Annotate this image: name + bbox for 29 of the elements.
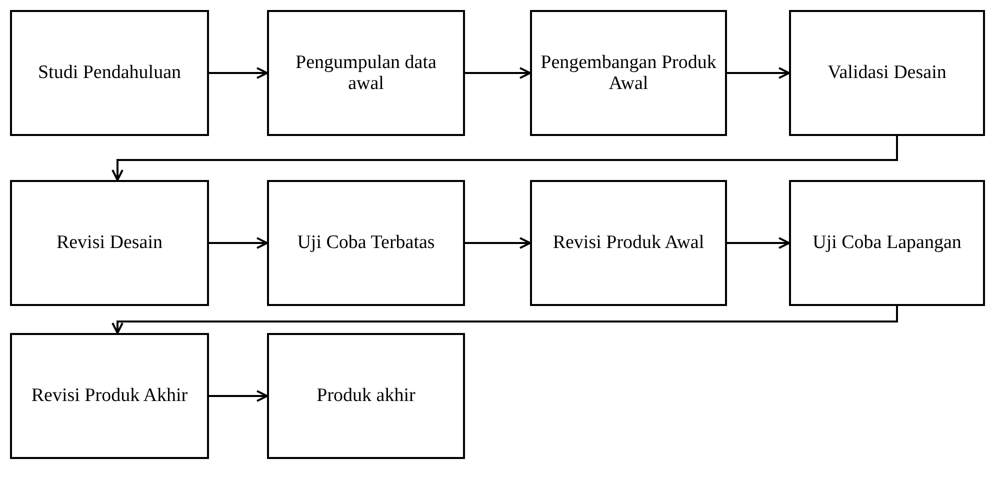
arrow <box>209 67 268 79</box>
process-box <box>530 180 727 306</box>
arrow <box>209 237 268 249</box>
arrow <box>209 390 268 402</box>
step-label: Produk akhir <box>316 385 416 407</box>
process-box <box>267 10 465 136</box>
arrow <box>465 67 531 79</box>
process-box <box>530 10 727 136</box>
arrow <box>112 136 898 181</box>
step-label: Uji Coba Terbatas <box>296 232 436 254</box>
process-box <box>789 10 985 136</box>
process-box <box>10 10 209 136</box>
step-label: Revisi Desain <box>55 232 164 254</box>
arrow <box>727 67 790 79</box>
step-label: Uji Coba Lapangan <box>812 232 962 254</box>
step-label: Studi Pendahuluan <box>36 62 182 84</box>
step-label: Pengumpulan data awal <box>294 52 438 94</box>
process-box <box>789 180 985 306</box>
step-label: Revisi Produk Awal <box>552 232 706 254</box>
step-label: Validasi Desain <box>826 62 948 84</box>
process-box <box>10 333 209 459</box>
step-label: Revisi Produk Akhir <box>30 385 189 407</box>
step-label: Pengembangan Produk Awal <box>540 52 718 94</box>
arrow <box>727 237 790 249</box>
process-box <box>267 333 465 459</box>
process-box <box>267 180 465 306</box>
process-box <box>10 180 209 306</box>
arrow <box>112 306 898 334</box>
arrow <box>465 237 531 249</box>
